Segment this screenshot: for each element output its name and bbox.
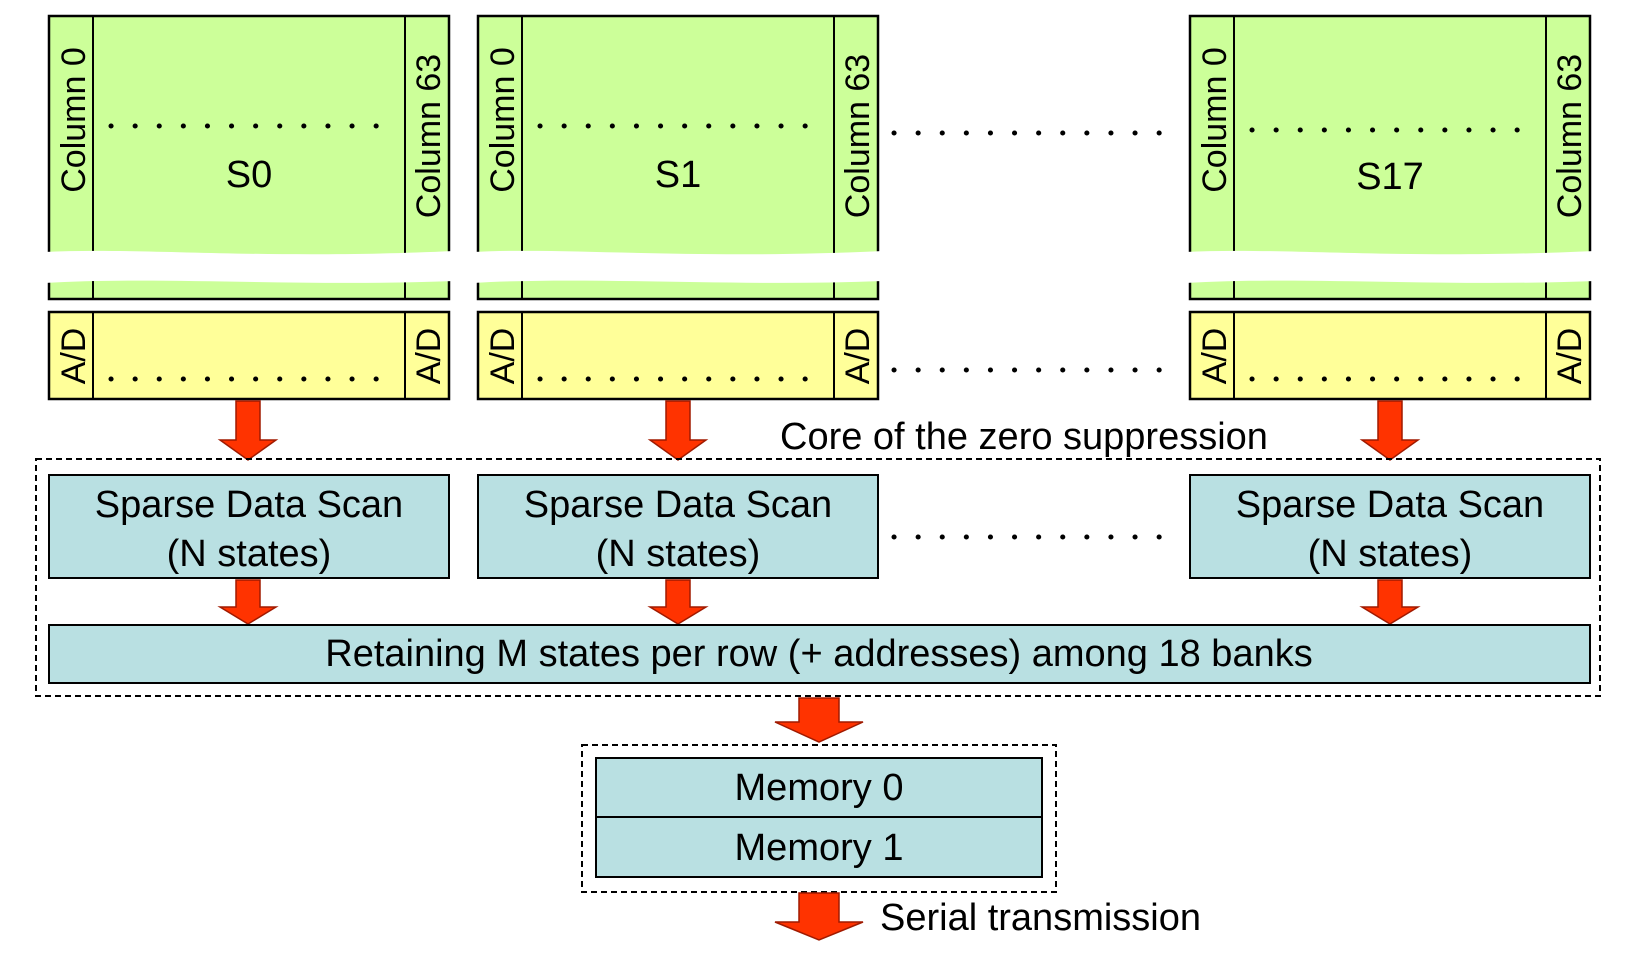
arrow-adc-s17-to-scan (1359, 400, 1421, 461)
sparse-scan-s0: Sparse Data Scan (N states) (48, 474, 450, 579)
memory-0-label: Memory 0 (735, 767, 904, 809)
sparse-scan-s17: Sparse Data Scan (N states) (1189, 474, 1591, 579)
arrow-adc-s0-to-scan (217, 400, 279, 461)
adc-s0: A/D A/D (47, 310, 451, 401)
arrow-scan-s0-to-retain (217, 579, 279, 625)
sensor-s0-column-63-label: Column 63 (410, 54, 448, 218)
sparse-scan-s1-title: Sparse Data Scan (524, 484, 832, 526)
core-label: Core of the zero suppression (780, 416, 1268, 458)
sensor-s0-column-0-label: Column 0 (55, 47, 93, 193)
zero-suppression-core-box (35, 458, 1601, 697)
arrow-retain-to-memory (774, 697, 864, 743)
adc-s1-left-label: A/D (484, 328, 522, 385)
sensor-s0: S0 Column 0 Column 63 (44, 14, 454, 301)
arrow-scan-s17-to-retain (1359, 579, 1421, 625)
serial-transmission-label: Serial transmission (880, 897, 1201, 939)
sparse-scan-s17-states: (N states) (1308, 533, 1473, 575)
sparse-scan-s1-states: (N states) (596, 533, 761, 575)
sensor-s1-column-63-label: Column 63 (839, 54, 877, 218)
sensor-s17-column-63-label: Column 63 (1551, 54, 1589, 218)
adc-s1: A/D A/D (476, 310, 880, 401)
adc-s17: A/D A/D (1188, 310, 1592, 401)
sparse-scan-s17-title: Sparse Data Scan (1236, 484, 1544, 526)
sensor-s17-name: S17 (1356, 156, 1424, 198)
adc-s17-right-label: A/D (1551, 328, 1589, 385)
sensor-s0-name: S0 (226, 154, 272, 196)
sparse-scan-s0-title: Sparse Data Scan (95, 484, 403, 526)
sensor-s17: S17 Column 0 Column 63 (1185, 14, 1595, 301)
adc-s0-left-label: A/D (55, 328, 93, 385)
sparse-scan-s0-states: (N states) (167, 533, 332, 575)
arrow-serial-transmission (774, 892, 864, 941)
sensor-s1: S1 Column 0 Column 63 (473, 14, 883, 301)
arrow-adc-s1-to-scan (647, 400, 709, 461)
memory-1-label: Memory 1 (735, 827, 904, 869)
retaining-box: Retaining M states per row (+ addresses)… (48, 624, 1591, 684)
retaining-label: Retaining M states per row (+ addresses)… (325, 633, 1312, 675)
adc-s1-right-label: A/D (839, 328, 877, 385)
sensor-s1-name: S1 (655, 154, 701, 196)
sensor-s1-column-0-label: Column 0 (484, 47, 522, 193)
memory-1-box: Memory 1 (595, 816, 1043, 878)
sparse-scan-s1: Sparse Data Scan (N states) (477, 474, 879, 579)
memory-0-box: Memory 0 (595, 757, 1043, 818)
arrow-scan-s1-to-retain (647, 579, 709, 625)
adc-s0-right-label: A/D (410, 328, 448, 385)
adc-s17-left-label: A/D (1196, 328, 1234, 385)
sensor-s17-column-0-label: Column 0 (1196, 47, 1234, 193)
